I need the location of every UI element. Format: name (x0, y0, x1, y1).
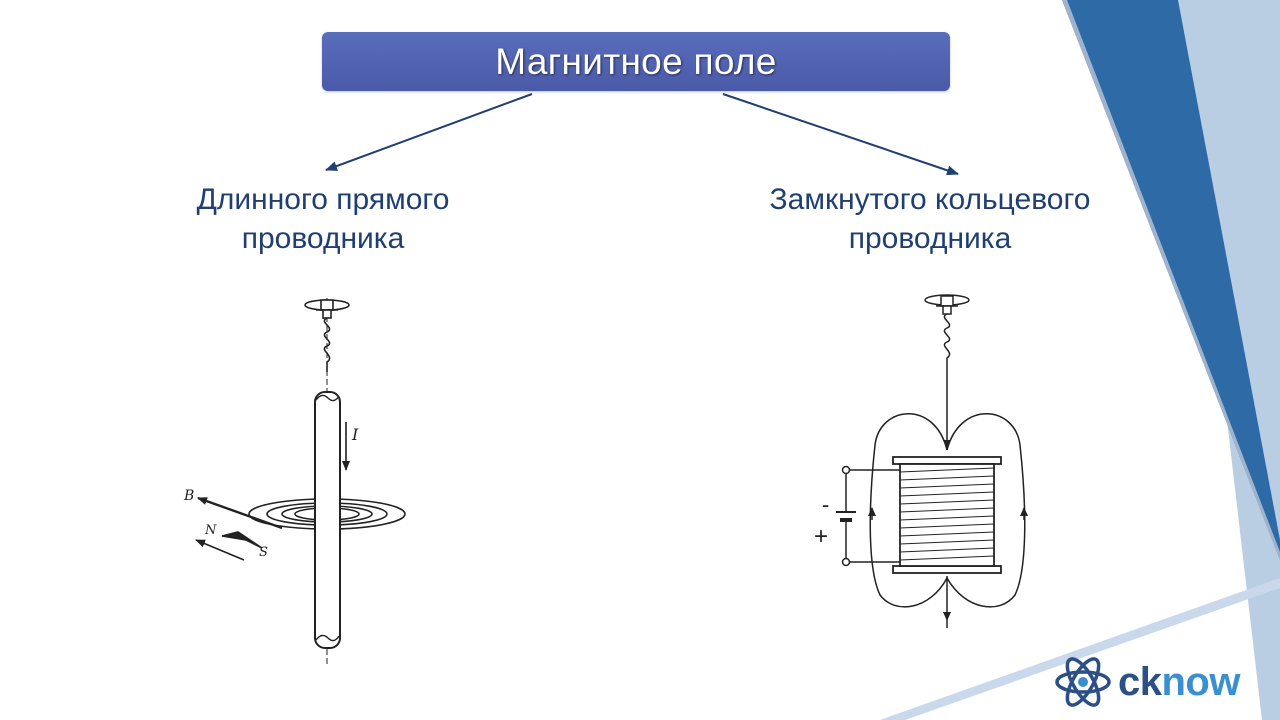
minus-label: - (822, 492, 829, 517)
current-label: I (351, 425, 359, 444)
south-label: S (259, 545, 268, 560)
plus-label: + (814, 523, 828, 550)
field-loop-left (869, 413, 948, 608)
conductor-rod (314, 391, 341, 649)
field-label: B (183, 488, 194, 504)
north-label: N (204, 523, 217, 538)
caption-ring-conductor: Замкнутого кольцевого проводника (769, 183, 1091, 255)
gimlet-icon (924, 294, 970, 368)
title-box: Магнитное поле (322, 32, 950, 91)
logo-text-part2: now (1161, 659, 1241, 704)
caption-straight-conductor: Длинного прямого проводника (196, 183, 450, 255)
coil-flange-top (892, 456, 1002, 465)
compass-needle (221, 531, 263, 549)
bottom-stripe (880, 578, 1280, 720)
page-title: Магнитное поле (495, 40, 777, 82)
coil-flange-bottom (892, 565, 1002, 574)
gimlet-icon (304, 299, 350, 372)
atom-icon (1055, 657, 1111, 707)
coil-windings (899, 467, 995, 561)
arrow-right (722, 93, 959, 176)
logo-text-part1: ck (1118, 659, 1162, 704)
logo-text: cknow (1118, 660, 1240, 705)
slide-shadow-edge (1062, 0, 1280, 560)
arrow-left (325, 93, 533, 171)
field-vector (197, 496, 283, 530)
logo: cknow (1054, 652, 1240, 712)
